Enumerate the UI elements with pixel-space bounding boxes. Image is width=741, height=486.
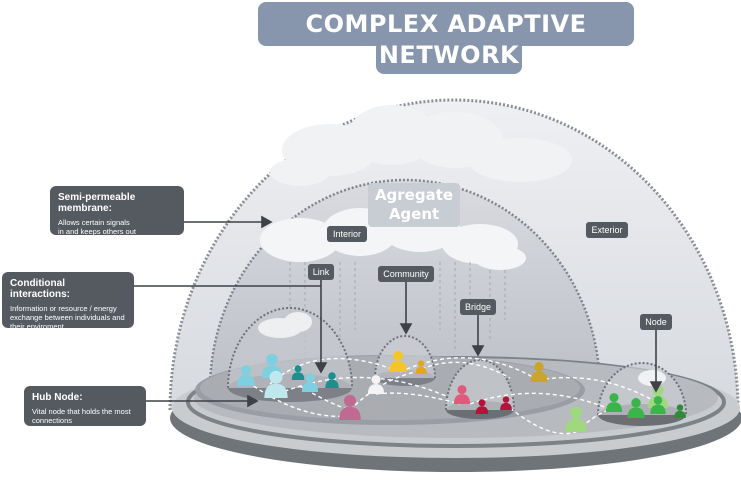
person-icon <box>237 365 255 386</box>
outer-clouds <box>270 105 572 186</box>
bridge-tag: Bridge <box>460 299 496 315</box>
hub-callout: Hub Node: Vital node that holds the most… <box>24 386 146 426</box>
node-tag: Node <box>640 314 672 330</box>
title-line-2: NETWORK <box>376 40 522 74</box>
interior-tag: Interior <box>327 226 367 242</box>
person-icon <box>605 393 623 412</box>
exterior-tag: Exterior <box>586 222 628 238</box>
person-icon <box>674 404 686 418</box>
people <box>237 351 686 432</box>
agent-label-line-2: Agent <box>388 205 440 223</box>
person-icon <box>627 398 645 418</box>
membrane-callout: Semi-permeable membrane: Allows certain … <box>50 186 184 236</box>
membrane-callout-text: Allows certain signals in and keeps othe… <box>58 218 136 236</box>
person-icon <box>261 353 283 378</box>
hub-callout-text: Vital node that holds the most connectio… <box>32 407 131 425</box>
title-line-1: COMPLEX ADAPTIVE HUMAN <box>258 2 634 82</box>
person-icon <box>389 351 407 372</box>
person-icon <box>325 372 339 388</box>
person-icon <box>264 370 288 398</box>
person-icon <box>367 375 385 394</box>
conditional-callout: Conditional interactions: Information or… <box>2 272 134 331</box>
membrane-callout-title: Semi-permeable membrane: <box>58 192 136 214</box>
person-icon <box>291 365 305 380</box>
aggregate-agent-label: Agregate Agent <box>368 183 460 227</box>
semi-permeable-membrane <box>168 98 740 411</box>
hub-callout-title: Hub Node: <box>32 392 83 403</box>
person-icon <box>415 360 427 374</box>
link-tag: Link <box>308 264 334 280</box>
agent-label-line-1: Agregate <box>374 186 454 204</box>
conditional-callout-title: Conditional interactions: <box>10 278 71 300</box>
conditional-callout-text: Information or resource / energy exchang… <box>10 304 125 331</box>
person-icon <box>530 362 548 382</box>
pointer-arrows <box>134 215 663 408</box>
person-icon <box>500 396 512 410</box>
person-icon <box>301 373 319 392</box>
person-icon <box>650 396 666 414</box>
person-icon <box>475 399 489 414</box>
person-icon <box>565 406 587 432</box>
community-tag: Community <box>378 266 434 282</box>
person-icon <box>339 394 361 420</box>
person-icon <box>453 385 471 404</box>
